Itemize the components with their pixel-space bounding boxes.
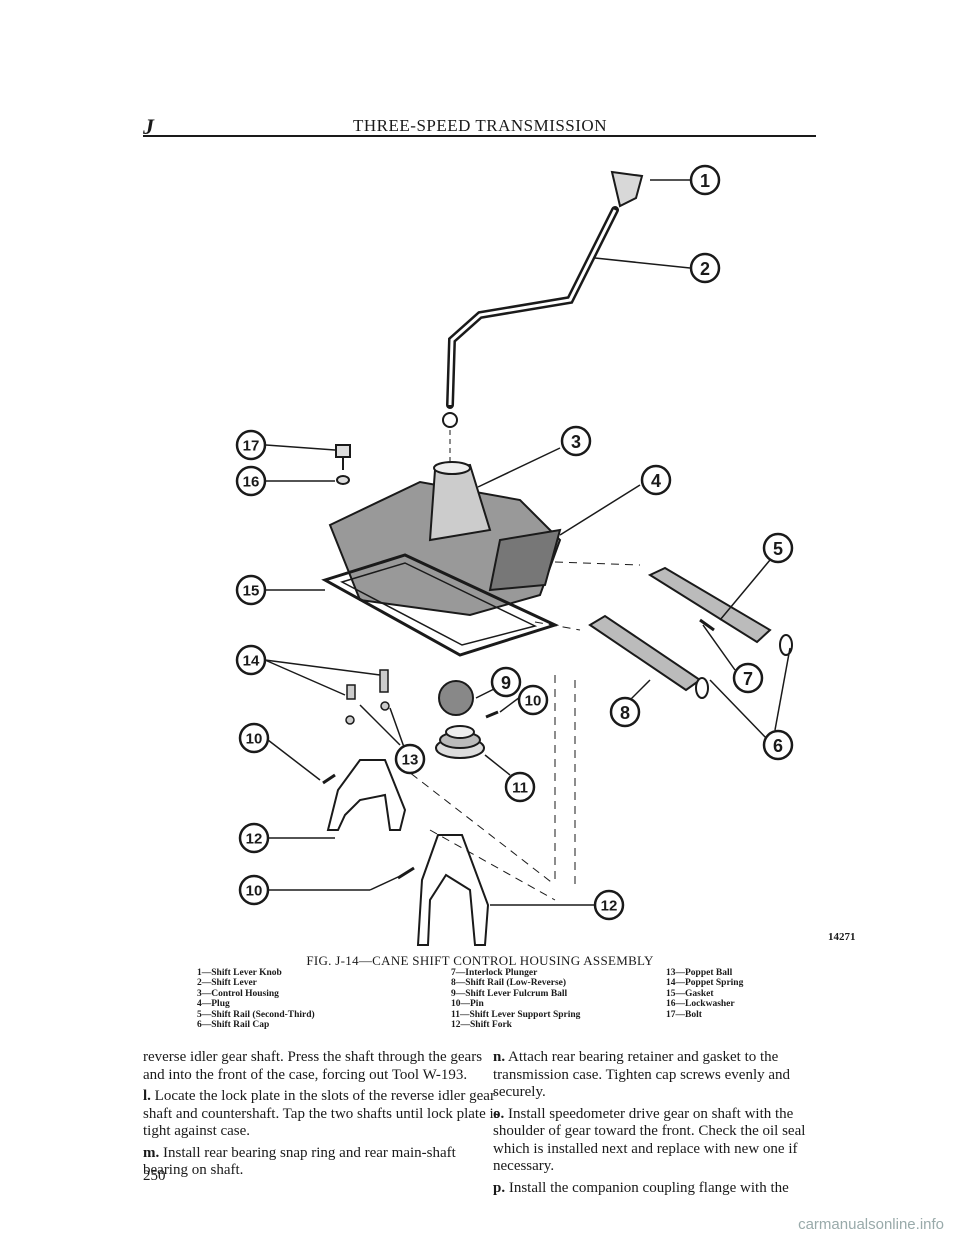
body-column-left: reverse idler gear shaft. Press the shaf…: [143, 1049, 503, 1184]
callout-6: 6: [773, 736, 783, 756]
page-header-title: THREE-SPEED TRANSMISSION: [353, 116, 607, 135]
callout-10a: 10: [525, 693, 542, 710]
legend-item: 3—Control Housing: [197, 988, 279, 999]
callout-13: 13: [402, 752, 419, 769]
step-text: reverse idler gear shaft. Press the shaf…: [143, 1049, 483, 1083]
lever-ball-end: [442, 412, 458, 428]
callout-7: 7: [743, 669, 753, 689]
watermark: carmanualsonline.info: [798, 1216, 944, 1233]
legend-column-3: 13—Poppet Ball 14—Poppet Spring 15—Gaske…: [666, 968, 743, 1020]
legend-item: 7—Interlock Plunger: [451, 968, 538, 978]
step-text: Install the companion coupling flange wi…: [508, 1179, 789, 1196]
shift-lever-knob: [610, 170, 644, 208]
legend-column-1: 1—Shift Lever Knob 2—Shift Lever 3—Contr…: [197, 968, 315, 1030]
pin-3: [485, 710, 499, 719]
legend-item: 13—Poppet Ball: [666, 968, 733, 978]
callout-17: 17: [243, 438, 260, 455]
body-column-right: n. Attach rear bearing retainer and gask…: [493, 1049, 823, 1201]
callout-10c: 10: [246, 883, 263, 900]
step-text: Install rear bearing snap ring and rear …: [143, 1144, 456, 1179]
callout-11: 11: [512, 780, 528, 797]
paragraph: m. Install rear bearing snap ring and re…: [143, 1145, 503, 1180]
callout-5: 5: [773, 539, 783, 559]
step-text: Attach rear bearing retainer and gasket …: [493, 1049, 791, 1100]
legend-item: 14—Poppet Spring: [666, 978, 744, 989]
callout-10b: 10: [246, 731, 263, 748]
callout-16: 16: [243, 474, 260, 491]
step-text: Locate the lock plate in the slots of th…: [143, 1088, 500, 1139]
page-number: 250: [143, 1168, 166, 1184]
control-housing: [328, 461, 562, 617]
step-label: n.: [493, 1049, 506, 1065]
legend-item: 17—Bolt: [666, 1009, 702, 1020]
paragraph: o. Install speedometer drive gear on sha…: [493, 1106, 823, 1176]
legend-item: 16—Lockwasher: [666, 999, 735, 1010]
callout-9: 9: [501, 673, 511, 693]
shift-forks: [326, 759, 490, 946]
callout-4: 4: [651, 471, 661, 491]
legend-item: 1—Shift Lever Knob: [197, 968, 282, 978]
pin-2: [397, 866, 415, 880]
poppet-springs-and-balls: [345, 669, 390, 725]
legend-item: 9—Shift Lever Fulcrum Ball: [451, 988, 568, 999]
legend-item: 4—Plug: [197, 999, 230, 1010]
paragraph: reverse idler gear shaft. Press the shaf…: [143, 1049, 503, 1084]
callout-circles: [235, 164, 794, 921]
figure-caption: FIG. J-14—CANE SHIFT CONTROL HOUSING ASS…: [306, 953, 654, 968]
legend-item: 5—Shift Rail (Second-Third): [197, 1009, 315, 1020]
assembly-guides: [399, 561, 641, 901]
shift-rail-low-reverse: [588, 614, 702, 692]
step-label: l.: [143, 1088, 151, 1104]
callout-15: 15: [243, 583, 260, 600]
callout-numbers: 1 2 3 4 5 6 7 8 9 10 10 10 11 12 12 13 1…: [243, 171, 783, 915]
step-label: o.: [493, 1105, 505, 1122]
fulcrum-ball-and-spring: [435, 680, 485, 759]
interlock-plunger: [699, 618, 715, 632]
legend-column-2: 7—Interlock Plunger 8—Shift Rail (Low-Re…: [451, 968, 580, 1030]
callout-14: 14: [243, 653, 260, 670]
callout-8: 8: [620, 703, 630, 723]
legend-item: 10—Pin: [451, 999, 484, 1010]
callout-2: 2: [700, 259, 710, 279]
legend-item: 11—Shift Lever Support Spring: [451, 1009, 581, 1020]
legend-item: 2—Shift Lever: [197, 978, 257, 989]
shift-rail-caps: [695, 634, 793, 699]
legend-item: 12—Shift Fork: [451, 1020, 512, 1031]
figure-number: 14271: [828, 931, 856, 943]
legend-item: 8—Shift Rail (Low-Reverse): [451, 978, 567, 989]
step-label: p.: [493, 1179, 506, 1196]
step-text: Install speedometer drive gear on shaft …: [493, 1105, 806, 1175]
header-rule: [143, 135, 816, 137]
legend-item: 6—Shift Rail Cap: [197, 1020, 270, 1031]
callout-12a: 12: [246, 831, 263, 848]
paragraph: l. Locate the lock plate in the slots of…: [143, 1088, 503, 1141]
callout-3: 3: [571, 432, 581, 452]
paragraph: p. Install the companion coupling flange…: [493, 1180, 823, 1198]
legend-item: 15—Gasket: [666, 988, 714, 999]
bolt-and-lockwasher: [335, 444, 351, 485]
step-label: m.: [143, 1144, 160, 1161]
pin-1: [322, 773, 336, 785]
gasket: [321, 553, 560, 657]
section-mark: J: [143, 114, 154, 139]
paragraph: n. Attach rear bearing retainer and gask…: [493, 1049, 823, 1102]
shift-rail-second-third: [647, 566, 772, 644]
callout-12b: 12: [601, 898, 618, 915]
callout-1: 1: [700, 171, 710, 191]
